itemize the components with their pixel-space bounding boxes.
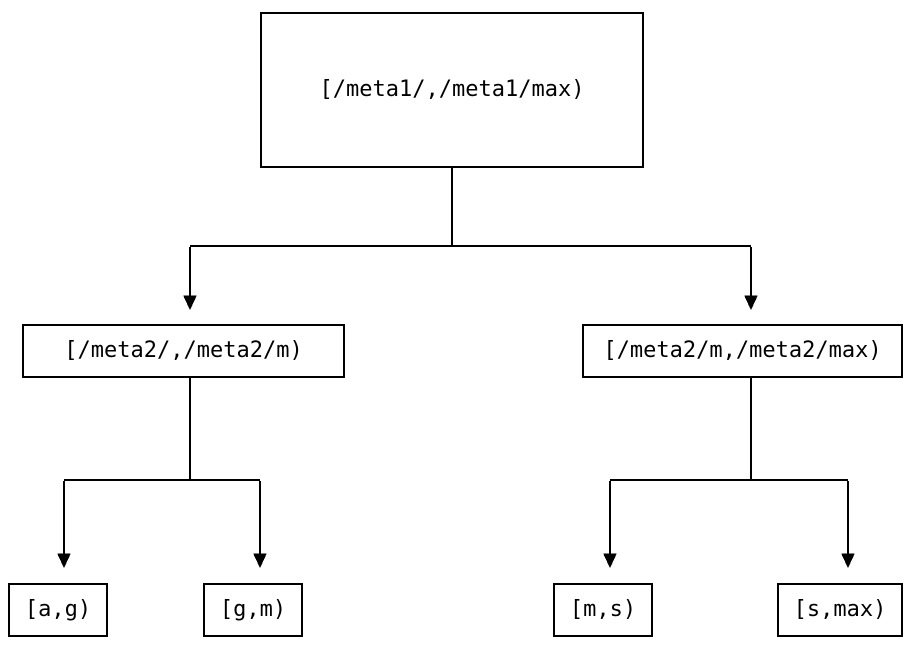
arrowhead-down-icon — [57, 553, 71, 569]
node-root-meta1-range: [/meta1/,/meta1/max) — [260, 12, 644, 168]
arrowhead-down-icon — [841, 553, 855, 569]
leaf-node-a-g: [a,g) — [8, 583, 108, 637]
arrowhead-down-icon — [183, 295, 197, 311]
node-meta2-lower-range: [/meta2/,/meta2/m) — [22, 324, 345, 378]
node-meta2-upper-range: [/meta2/m,/meta2/max) — [582, 324, 903, 378]
leaf-node-s-max: [s,max) — [777, 583, 903, 637]
edge-root-to-children — [183, 168, 758, 311]
arrowhead-down-icon — [603, 553, 617, 569]
edge-right-to-leaves — [603, 378, 855, 569]
arrowhead-down-icon — [253, 553, 267, 569]
arrowhead-down-icon — [744, 295, 758, 311]
edge-left-to-leaves — [57, 378, 267, 569]
leaf-node-m-s: [m,s) — [553, 583, 653, 637]
leaf-node-g-m: [g,m) — [203, 583, 303, 637]
